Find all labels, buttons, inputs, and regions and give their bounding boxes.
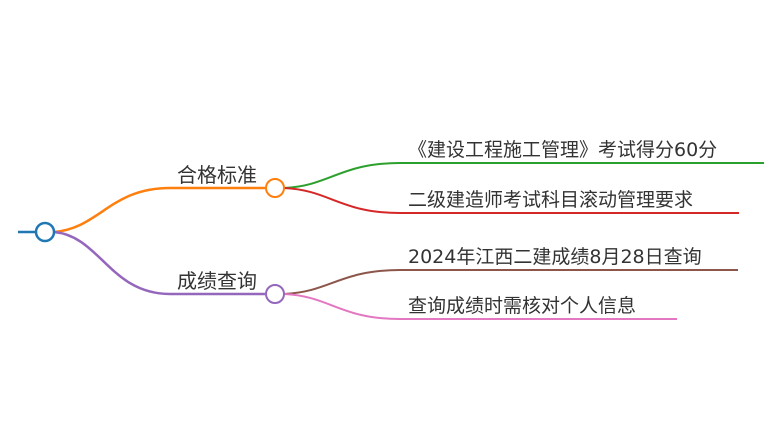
edge-root-to-branch-qualification <box>53 186 265 234</box>
root-node[interactable] <box>34 221 56 243</box>
branch-label-qualification: 合格标准 <box>177 163 257 187</box>
edge-query-to-verify <box>283 293 677 320</box>
leaf-label-exam-score: 《建设工程施工管理》考试得分60分 <box>408 139 717 161</box>
leaf-label-query-date: 2024年江西二建成绩8月28日查询 <box>408 246 702 268</box>
branch-label-score-query: 成绩查询 <box>177 269 257 293</box>
leaf-label-rolling-management: 二级建造师考试科目滚动管理要求 <box>408 189 693 211</box>
leaf-label-verify-info: 查询成绩时需核对个人信息 <box>408 295 636 317</box>
edge-qualification-to-score <box>283 162 764 189</box>
branch-node-score-query[interactable] <box>265 284 285 304</box>
edge-query-to-date <box>283 269 738 295</box>
branch-node-qualification[interactable] <box>265 178 285 198</box>
edge-qualification-to-rolling <box>283 187 739 214</box>
edge-root-to-branch-query <box>53 230 265 296</box>
